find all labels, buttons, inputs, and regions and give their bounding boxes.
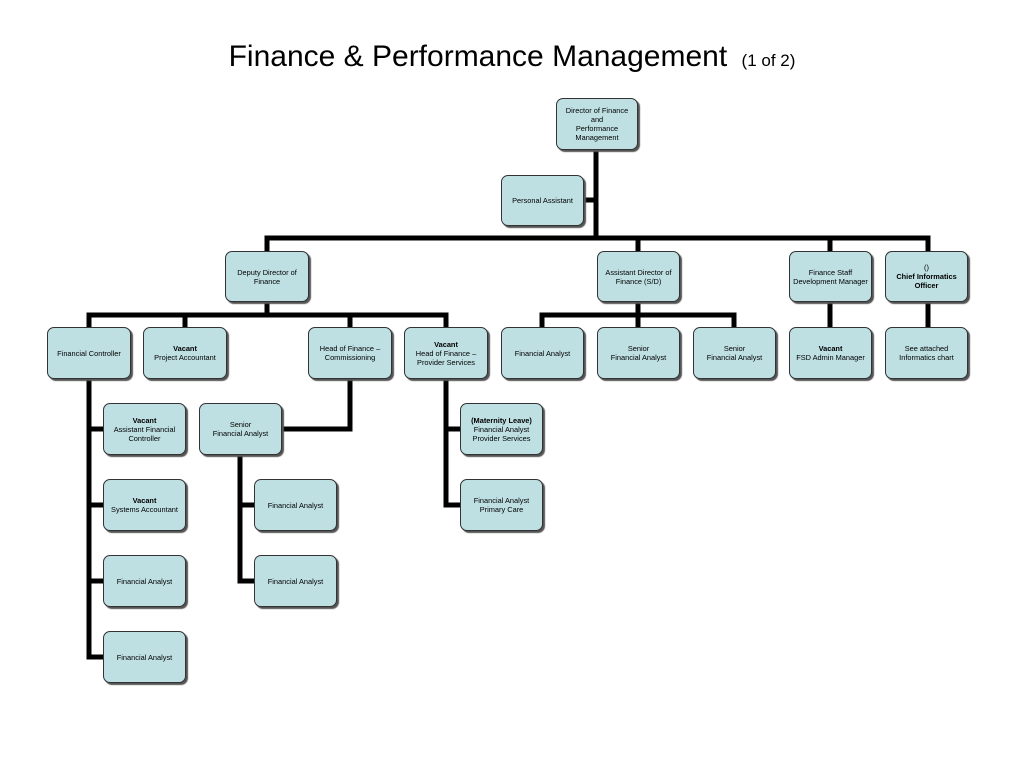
node-line: Senior — [723, 344, 746, 353]
node-fc-financial-analyst-1: Financial Analyst — [103, 555, 186, 607]
node-line: Commissioning — [324, 353, 376, 362]
node-line: Financial Analyst — [116, 576, 173, 586]
node-line: Provider Services — [472, 433, 531, 443]
node-line: Financial Analyst — [473, 496, 530, 505]
node-see-attached-informatics: See attached Informatics chart — [885, 327, 968, 379]
node-line: Project Accountant — [154, 353, 216, 362]
node-deputy-director: Deputy Director of Finance — [225, 251, 309, 302]
title-main: Finance & Performance Management — [228, 40, 728, 73]
node-line: Officer — [914, 281, 939, 290]
node-line: See attached — [904, 344, 949, 353]
node-line: () — [924, 263, 929, 272]
node-fc-financial-analyst-2: Financial Analyst — [103, 631, 186, 683]
node-line: Senior — [627, 344, 650, 353]
node-line: Finance Staff — [808, 267, 853, 277]
node-line: Financial Analyst — [212, 429, 269, 438]
node-ad-financial-analyst: Financial Analyst — [501, 327, 584, 379]
node-ad-senior-financial-analyst-2: Senior Financial Analyst — [693, 327, 776, 379]
node-line: Assistant Financial — [113, 424, 176, 434]
node-financial-controller: Financial Controller — [47, 327, 131, 379]
node-status: Vacant — [434, 339, 458, 349]
node-assistant-financial-controller: Vacant Assistant Financial Controller — [103, 403, 186, 455]
node-line: Financial Controller — [57, 348, 121, 358]
node-maternity-leave-analyst: (Maternity Leave) Financial Analyst Prov… — [460, 403, 543, 455]
node-comm-financial-analyst-2: Financial Analyst — [254, 555, 337, 607]
node-systems-accountant: Vacant Systems Accountant — [103, 479, 186, 531]
node-line: Informatics chart — [899, 353, 954, 362]
node-line: Finance — [253, 276, 281, 286]
node-line: Head of Finance – — [415, 348, 477, 358]
node-head-finance-provider: Vacant Head of Finance – Provider Servic… — [404, 327, 488, 379]
node-status: Vacant — [173, 344, 197, 353]
title-subtitle: (1 of 2) — [741, 51, 796, 70]
node-primary-care-analyst: Financial Analyst Primary Care — [460, 479, 543, 531]
node-line: Financial Analyst — [267, 500, 324, 510]
node-line: Financial Analyst — [116, 652, 173, 662]
node-fsd-admin-manager: Vacant FSD Admin Manager — [789, 327, 872, 379]
node-status: Vacant — [132, 496, 157, 505]
node-chief-informatics-officer: () Chief Informatics Officer — [885, 251, 968, 302]
node-project-accountant: Vacant Project Accountant — [143, 327, 227, 379]
page-title: Finance & Performance Management (1 of 2… — [0, 40, 1024, 74]
node-line: Director of Finance and — [565, 106, 629, 124]
node-line: Financial Analyst — [514, 348, 571, 358]
node-line: Systems Accountant — [111, 505, 178, 514]
node-line: Personal Assistant — [512, 196, 573, 205]
node-status: (Maternity Leave) — [471, 415, 532, 425]
node-comm-senior-financial-analyst: Senior Financial Analyst — [199, 403, 282, 455]
node-finance-staff-dev-manager: Finance Staff Development Manager — [789, 251, 872, 302]
node-line: Provider Services — [417, 357, 475, 367]
node-line: Performance Management — [575, 124, 619, 142]
node-line: Head of Finance – — [319, 344, 381, 353]
node-status: Vacant — [818, 344, 843, 353]
node-director-finance-performance: Director of Finance and Performance Mana… — [556, 98, 638, 150]
node-line: Primary Care — [479, 505, 524, 514]
node-line: Financial Analyst — [706, 353, 763, 362]
node-line: Deputy Director of — [237, 267, 297, 277]
node-line: Development Manager — [793, 276, 868, 286]
node-line: Assistant Director of — [605, 267, 672, 277]
node-line: Financial Analyst — [610, 353, 667, 362]
node-ad-senior-financial-analyst-1: Senior Financial Analyst — [597, 327, 680, 379]
node-head-finance-commissioning: Head of Finance – Commissioning — [308, 327, 392, 379]
node-line: Chief Informatics — [896, 272, 957, 281]
node-status: Vacant — [132, 415, 157, 425]
node-comm-financial-analyst-1: Financial Analyst — [254, 479, 337, 531]
node-assistant-director: Assistant Director of Finance (S/D) — [597, 251, 680, 302]
node-line: FSD Admin Manager — [796, 353, 865, 362]
node-line: Senior — [229, 420, 252, 429]
node-line: Controller — [128, 433, 161, 443]
node-line: Financial Analyst — [267, 576, 324, 586]
node-line: Financial Analyst — [473, 424, 530, 434]
node-line: Finance (S/D) — [615, 276, 662, 286]
node-personal-assistant: Personal Assistant — [501, 175, 584, 226]
